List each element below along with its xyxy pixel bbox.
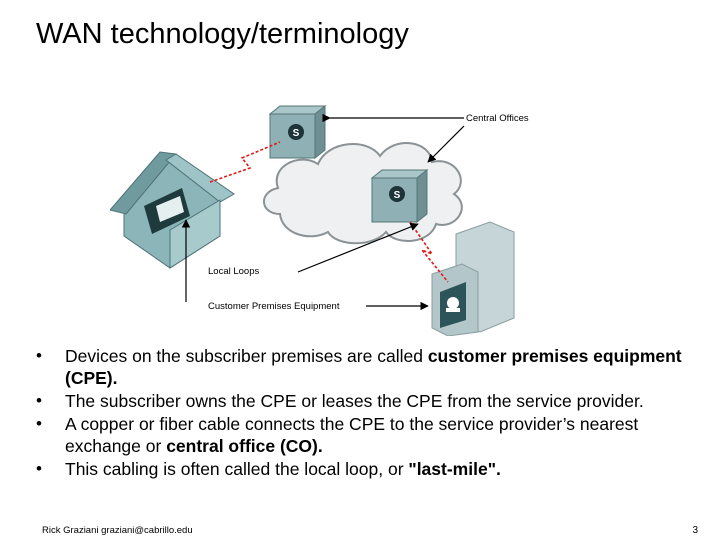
wan-diagram: S S Central Offices Local Loops [110,104,529,336]
bullet-list: •Devices on the subscriber premises are … [36,345,696,481]
central-office-switch-icon: S [268,104,327,160]
slide-title: WAN technology/terminology [36,18,409,50]
house-icon [110,151,235,269]
bullet-dot: • [36,391,42,410]
switch-glyph: S [394,190,401,201]
office-building-icon [431,221,515,336]
bullet-dot: • [36,459,42,478]
local-loops-arrow [297,222,419,273]
central-offices-label: Central Offices [466,113,529,124]
central-offices-arrow [427,125,465,163]
cpe-label: Customer Premises Equipment [208,301,340,312]
bullet-item: •Devices on the subscriber premises are … [36,346,682,388]
bullet-item: •The subscriber owns the CPE or leases t… [36,391,644,411]
bullet-item: •A copper or fiber cable connects the CP… [36,414,639,456]
footer-text: Rick Graziani graziani@cabrillo.edu [42,525,193,536]
bullet-dot: • [36,346,42,365]
bullet-dot: • [36,414,42,433]
central-office-switch-icon: S [370,168,429,224]
local-loop-link-icon [409,221,449,283]
switch-glyph: S [293,128,300,139]
local-loops-label: Local Loops [208,266,259,277]
page-number: 3 [692,525,698,536]
local-loop-link-icon [209,141,281,183]
bullet-item: •This cabling is often called the local … [36,459,501,479]
